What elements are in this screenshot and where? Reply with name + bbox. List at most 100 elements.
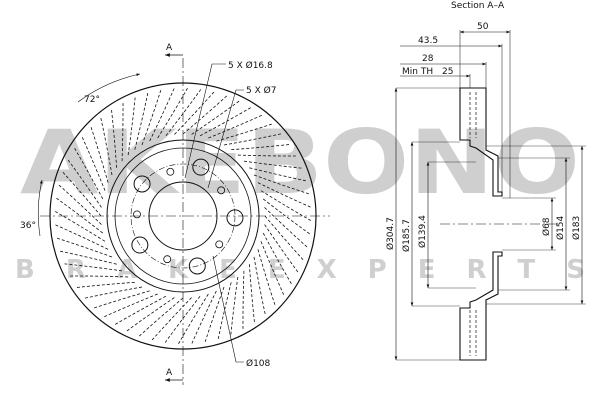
- vent-vane: [69, 275, 129, 278]
- angle-72-label: 72°: [84, 95, 100, 105]
- vent-vane: [59, 250, 117, 265]
- angle-72-arc: [77, 73, 141, 103]
- vent-vane: [121, 102, 124, 162]
- vent-vane: [76, 281, 135, 288]
- vent-vane: [67, 159, 102, 208]
- vent-vanes: [54, 87, 312, 345]
- vent-vane: [165, 89, 202, 137]
- min-th-value: 25: [442, 67, 453, 77]
- angle-36-label: 36°: [20, 221, 36, 231]
- small-hole: [163, 255, 172, 264]
- vent-vane: [134, 92, 149, 150]
- vent-vane: [90, 126, 109, 183]
- dim-183: Ø183: [571, 216, 582, 240]
- dim-50: 50: [477, 22, 489, 32]
- vent-vane: [237, 154, 297, 157]
- section-view: [394, 30, 586, 361]
- vent-vane: [199, 107, 252, 137]
- vent-vane: [208, 114, 263, 139]
- vent-vane: [103, 293, 158, 318]
- vent-vane: [262, 198, 310, 235]
- leader-pcd: [212, 255, 244, 363]
- section-mark-label-top: A: [166, 43, 173, 53]
- section-mark-label-bottom: A: [166, 368, 173, 378]
- vent-vane: [230, 276, 239, 335]
- vent-vane: [253, 174, 310, 195]
- vent-vane: [262, 232, 292, 285]
- vent-vane: [257, 182, 311, 208]
- bolt-hole: [192, 158, 210, 176]
- leader-small-holes: [207, 89, 244, 189]
- small-hole: [215, 240, 224, 249]
- vent-vane: [216, 123, 273, 142]
- bolt-hole: [226, 209, 244, 227]
- vent-vane: [55, 224, 109, 250]
- profile-upper: [459, 87, 503, 197]
- vent-vane: [249, 167, 307, 182]
- vent-vane: [149, 88, 175, 142]
- vent-vane: [182, 95, 228, 135]
- vent-vane: [157, 87, 188, 139]
- vent-vane: [264, 207, 308, 248]
- vent-vane: [58, 184, 102, 225]
- vent-vane: [62, 171, 102, 217]
- vent-vane: [248, 264, 255, 323]
- leader-big-holes: [184, 63, 226, 179]
- dim-185-7: Ø185.7: [401, 219, 412, 252]
- pcd-label: Ø108: [246, 358, 271, 369]
- watermark-brand: AKEBONO: [20, 111, 580, 214]
- watermark-tagline: B R A K E E X P E R T S: [15, 255, 585, 285]
- vent-vane: [56, 197, 104, 234]
- big-holes-label: 5 X Ø16.8: [228, 60, 273, 71]
- vent-vane: [260, 190, 312, 221]
- vent-vane: [81, 136, 106, 191]
- vent-vane: [191, 290, 217, 344]
- vent-vane: [178, 293, 209, 345]
- vent-vane: [174, 91, 215, 135]
- dim-304-7: Ø304.7: [385, 217, 396, 250]
- small-hole: [166, 167, 175, 176]
- vent-vane: [257, 249, 276, 306]
- vent-vane: [151, 297, 192, 341]
- profile-lower: [459, 251, 503, 361]
- vent-vane: [114, 295, 167, 325]
- small-holes-label: 5 X Ø7: [246, 85, 276, 96]
- small-holes: [133, 167, 226, 264]
- dim-154: Ø154: [555, 215, 566, 240]
- vent-vane: [126, 297, 175, 332]
- dim-68: Ø68: [541, 217, 552, 236]
- vent-vane: [64, 263, 123, 272]
- dim-43-5: 43.5: [418, 36, 438, 46]
- vent-vane: [223, 133, 282, 146]
- vent-vane: [54, 211, 106, 242]
- vent-vane: [84, 286, 143, 299]
- front-view: [38, 53, 330, 385]
- vent-vane: [93, 290, 150, 309]
- vent-vane: [242, 270, 245, 330]
- min-th-label: Min TH: [402, 67, 433, 77]
- vent-vane: [217, 282, 232, 340]
- vent-vane: [231, 144, 290, 151]
- vent-vane: [264, 215, 304, 261]
- small-hole: [133, 210, 141, 219]
- vent-vane: [260, 241, 285, 296]
- vent-vane: [253, 256, 266, 315]
- vent-vane: [264, 224, 299, 273]
- angle-36-arc: [38, 179, 43, 237]
- vent-vane: [243, 160, 302, 169]
- bolt-hole: [133, 175, 151, 193]
- dim-28: 28: [422, 54, 434, 64]
- vent-vane: [164, 295, 201, 343]
- bolt-holes: [131, 158, 244, 275]
- vent-vane: [74, 147, 104, 200]
- vent-vane: [111, 109, 118, 168]
- vent-vane: [56, 237, 113, 258]
- vent-vane: [138, 297, 184, 337]
- bolt-hole: [188, 257, 206, 275]
- vent-vane: [141, 89, 162, 146]
- watermark: AKEBONO B R A K E E X P E R T S: [15, 111, 585, 285]
- vent-vane: [127, 97, 136, 156]
- vent-vane: [204, 286, 225, 343]
- vent-vane: [100, 117, 113, 176]
